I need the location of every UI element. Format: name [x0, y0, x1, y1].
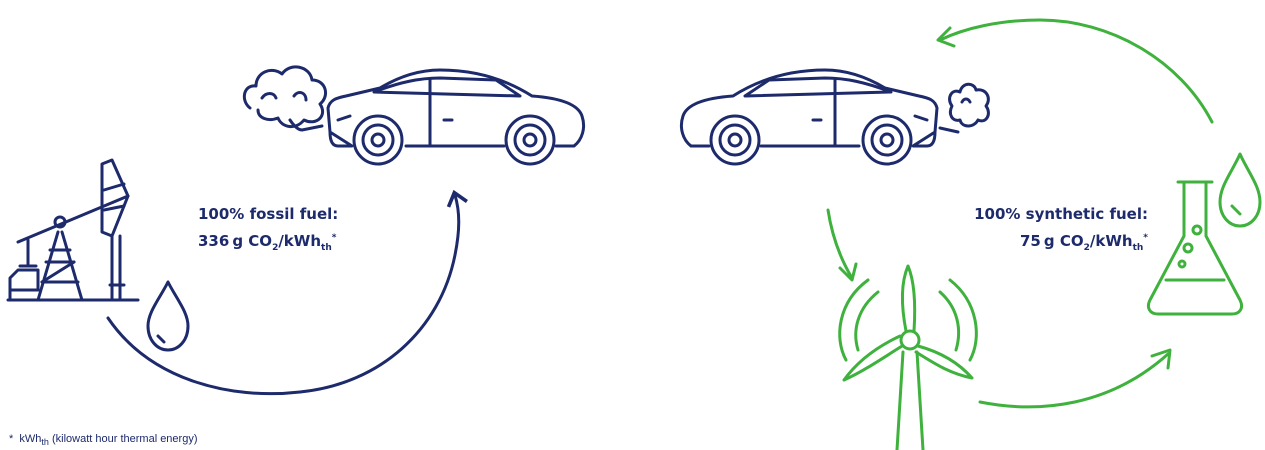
fuel-drop-icon: [1220, 154, 1260, 226]
exhaust-cloud-icon-synthetic: [940, 84, 988, 132]
car-icon: [328, 70, 584, 164]
synthetic-bottom-arrow: [980, 354, 1168, 407]
fossil-emission: 336 g CO2/kWhth*: [198, 226, 338, 260]
exhaust-cloud-icon: [244, 67, 325, 130]
oil-drop-icon: [148, 282, 188, 350]
car-icon-synthetic: [681, 70, 937, 164]
fossil-fuel-label: 100% fossil fuel: 336 g CO2/kWhth*: [198, 202, 338, 260]
synthetic-top-arrow: [940, 20, 1212, 122]
fossil-title: 100% fossil fuel:: [198, 202, 338, 226]
flask-icon: [1148, 182, 1241, 314]
oil-pump-icon: [8, 160, 138, 300]
wind-turbine-icon: [840, 266, 977, 450]
footnote: * kWhth (kilowatt hour thermal energy): [9, 433, 198, 447]
synthetic-emission: 75 g CO2/kWhth*: [950, 226, 1148, 260]
synthetic-fuel-label: 100% synthetic fuel: 75 g CO2/kWhth*: [950, 202, 1148, 260]
synthetic-title: 100% synthetic fuel:: [950, 202, 1148, 226]
